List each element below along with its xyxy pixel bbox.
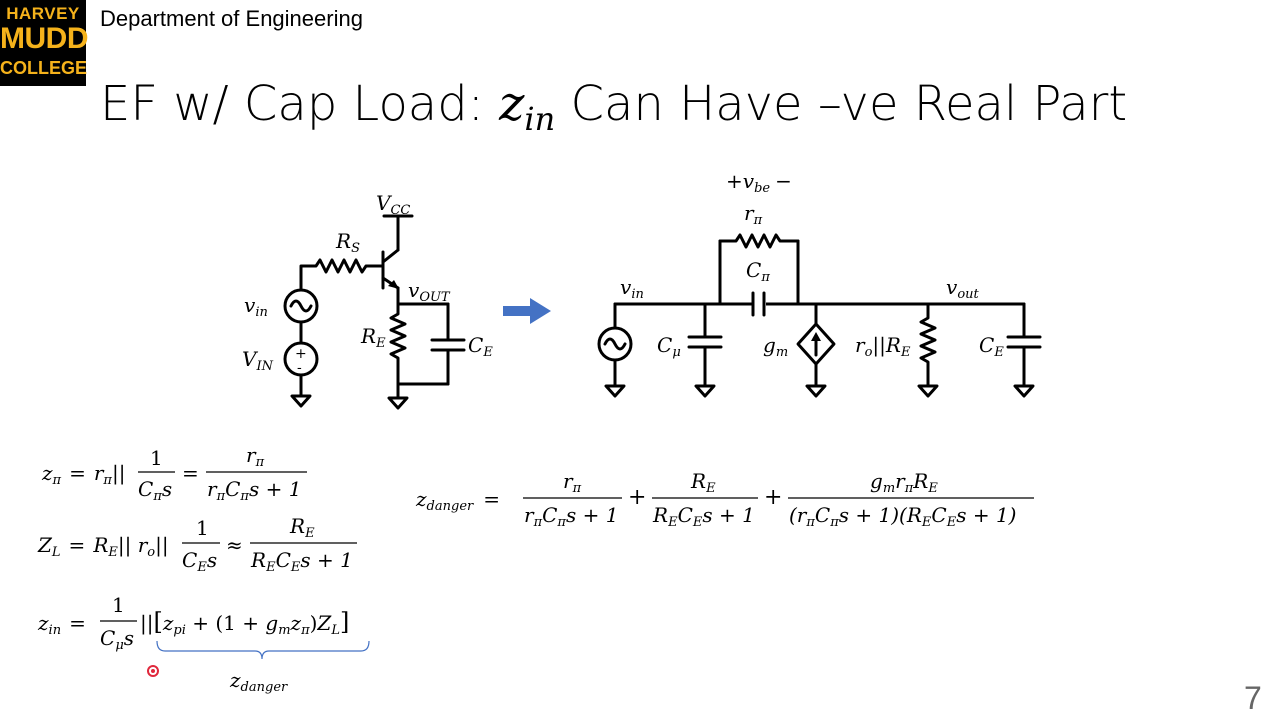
equation-zpi: zπ=rπ|| 1 Cπs = rπ rπCπs + 1 — [41, 443, 307, 504]
resistor-rpi — [718, 233, 800, 249]
vin-label: vin — [620, 275, 644, 302]
zpi-lhs: zπ=rπ|| — [41, 461, 125, 488]
zin-rhs: ||[zpi + (1 + gmzπ)ZL] — [140, 608, 349, 638]
zpi-frac1-num: 1 — [150, 446, 163, 470]
logo-line-harvey: HARVEY — [6, 4, 80, 23]
zdanger-frac1-num: rπ — [563, 469, 582, 496]
sine-wave-icon — [289, 299, 313, 313]
zl-frac2-num: RE — [289, 514, 315, 541]
ground-icon — [387, 396, 409, 410]
vout-label: vOUT — [408, 278, 451, 305]
re-label: RE — [360, 324, 386, 351]
rs-label: RS — [335, 229, 360, 256]
zl-frac1-num: 1 — [196, 516, 209, 540]
vcc-label: VCC — [376, 191, 410, 218]
zdanger-plus1: + — [628, 485, 646, 510]
logo-line-college: COLLEGE — [0, 58, 88, 78]
zdanger-frac1-den: rπCπs + 1 — [524, 503, 618, 530]
zpi-frac2-den: rπCπs + 1 — [207, 477, 301, 504]
rpi-label: rπ — [744, 201, 763, 228]
zpi-frac2-num: rπ — [246, 443, 265, 470]
left-circuit: + - VCC RS vOUT vin VIN RE CE — [242, 191, 493, 410]
zin-frac-num: 1 — [112, 593, 125, 617]
zin-lhs: zin= — [37, 611, 86, 638]
resistor-re — [389, 302, 407, 386]
ro-re-label: ro||RE — [855, 333, 911, 360]
zpi-frac1-den: Cπs — [138, 477, 172, 504]
laser-pointer-icon — [147, 665, 159, 677]
vout-label: vout — [946, 275, 980, 302]
ce-label: CE — [979, 333, 1004, 360]
zdanger-plus2: + — [764, 485, 782, 510]
zdanger-frac2-den: RECEs + 1 — [652, 503, 755, 530]
zl-approx: ≈ — [226, 533, 243, 557]
resistor-ro-re — [919, 302, 937, 388]
title-prefix: EF w/ Cap Load: — [100, 76, 500, 132]
sine-wave-icon — [603, 337, 627, 351]
zdanger-brace-label: zdanger — [229, 668, 288, 695]
right-circuit: +vbe− rπ Cπ vin vout Cμ gm ro||RE CE — [597, 169, 1042, 398]
title-suffix: Can Have –ve Real Part — [555, 76, 1128, 132]
ground-icon — [917, 384, 939, 398]
equation-zdanger: zdanger= rπ rπCπs + 1 + RE RECEs + 1 + g… — [415, 469, 1034, 530]
ground-icon — [1013, 384, 1035, 398]
vbe-label: +vbe− — [726, 169, 792, 196]
zl-frac1-den: CEs — [182, 548, 217, 575]
zdanger-lhs: zdanger= — [415, 487, 500, 514]
college-logo: HARVEY MUDD COLLEGE — [0, 0, 89, 86]
zl-lhs: ZL=RE|| ro|| — [37, 533, 169, 560]
cpi-label: Cπ — [746, 258, 770, 285]
equation-zin: zin= 1 Cμs ||[zpi + (1 + gmzπ)ZL] zdange… — [37, 593, 370, 695]
arrow-right-icon — [503, 298, 551, 324]
vin-dc-label: VIN — [242, 347, 274, 374]
zl-frac2-den: RECEs + 1 — [250, 548, 353, 575]
vin-label: vin — [244, 293, 268, 320]
equation-zl: ZL=RE|| ro|| 1 CEs ≈ RE RECEs + 1 — [37, 514, 357, 575]
npn-transistor — [381, 248, 400, 290]
title-var-sub: in — [524, 100, 556, 138]
title-var-main: z — [499, 76, 525, 132]
arrow-up-icon — [811, 332, 821, 341]
cmu-label: Cμ — [657, 333, 681, 360]
ground-icon — [805, 384, 827, 398]
zdanger-frac2-num: RE — [690, 469, 716, 496]
page-number: 7 — [1244, 680, 1262, 716]
zdanger-frac3-den: (rπCπs + 1)(RECEs + 1) — [789, 503, 1016, 530]
resistor-rs — [299, 258, 385, 292]
underbrace — [156, 640, 370, 660]
zdanger-frac3-num: gmrπRE — [870, 469, 938, 496]
ground-icon — [290, 394, 312, 408]
department-name: Department of Engineering — [100, 6, 363, 31]
dc-plus-sign: + — [295, 346, 307, 362]
logo-line-mudd: MUDD — [0, 22, 89, 55]
ground-icon — [604, 384, 626, 398]
gm-label: gm — [763, 333, 788, 360]
ce-label: CE — [468, 333, 493, 360]
slide-title: EF w/ Cap Load: zin Can Have –ve Real Pa… — [100, 76, 1127, 138]
ground-icon — [694, 384, 716, 398]
zin-frac-den: Cμs — [100, 626, 134, 653]
zpi-eq2: = — [182, 461, 199, 485]
dc-minus-sign: - — [297, 360, 302, 376]
